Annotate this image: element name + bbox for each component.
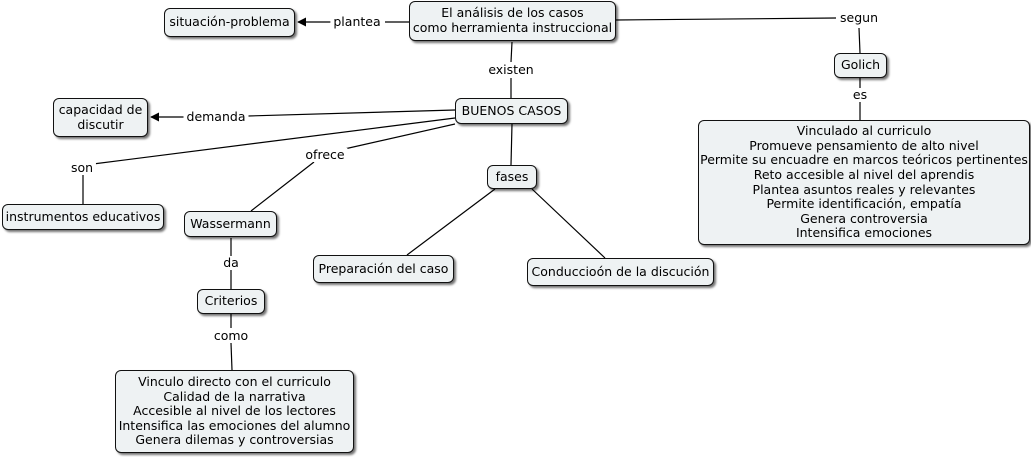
concept-wassermann[interactable]: Wassermann [184, 211, 277, 237]
link-label-segun: segun [837, 11, 881, 25]
line-analisis-segun [615, 17, 837, 21]
concept-text: Vinculado al curriculo [796, 123, 932, 139]
concept-text: Promueve pensamiento de alto nivel [749, 137, 979, 153]
concept-text: Conduccioón de la discución [531, 263, 710, 279]
concept-golich-list[interactable]: Vinculado al curriculo Promueve pensamie… [698, 120, 1030, 245]
line-segun-golich [858, 27, 861, 54]
concept-text: instrumentos educativos [5, 208, 161, 224]
concept-text: El análisis de los casos [441, 5, 584, 21]
concept-text: Accesible al nivel de los lectores [133, 403, 336, 419]
concept-conduccion-discusion[interactable]: Conduccioón de la discución [527, 258, 714, 286]
concept-text: Reto accesible al nivel del aprendis [753, 166, 975, 182]
concept-text: Calidad de la narrativa [163, 388, 306, 404]
concept-text: discutir [77, 116, 124, 132]
line-buenos-son [92, 117, 456, 165]
link-label-como: como [210, 329, 252, 343]
link-label-son: son [67, 161, 97, 175]
line-fases-conduccion [531, 188, 606, 259]
link-label-ofrece: ofrece [302, 148, 348, 162]
concept-criterios[interactable]: Criterios [197, 289, 265, 314]
concept-text: Criterios [204, 293, 258, 309]
concept-text: Wassermann [190, 215, 271, 231]
link-label-da: da [220, 256, 242, 270]
concept-text: Vinculo directo con el curriculo [138, 374, 331, 390]
concept-golich[interactable]: Golich [834, 53, 887, 78]
concept-analisis-casos[interactable]: El análisis de los casos como herramient… [409, 1, 616, 41]
concept-text: Genera controversia [800, 210, 928, 226]
link-label-plantea: plantea [330, 15, 384, 29]
concept-fases[interactable]: fases [487, 165, 537, 189]
concept-text: Genera dilemas y controversias [135, 432, 334, 448]
concept-text: Permite su encuadre en marcos teóricos p… [700, 152, 1028, 168]
link-label-es: es [849, 88, 871, 102]
line-buenos-ofrece [339, 123, 456, 151]
concept-text: Golich [840, 57, 881, 73]
concept-text: Intensifica emociones [795, 225, 933, 241]
concept-criterios-list[interactable]: Vinculo directo con el curriculo Calidad… [115, 370, 354, 453]
concept-text: situación-problema [169, 14, 290, 30]
concept-instrumentos-educativos[interactable]: instrumentos educativos [2, 204, 164, 230]
line-buenos-fases [510, 123, 513, 166]
concept-text: como herramienta instruccional [412, 20, 613, 35]
concept-text: Intensifica las emociones del alumno [118, 417, 351, 433]
concept-text: Permite identificación, empatía [766, 196, 962, 212]
concept-situacion-problema[interactable]: situación-problema [164, 8, 295, 37]
line-buenos-demanda [247, 109, 456, 117]
concept-text: capacidad de [58, 101, 143, 117]
line-ofrece-wassermann [250, 161, 315, 212]
concept-text: Plantea asuntos reales y relevantes [752, 181, 976, 197]
concept-text: BUENOS CASOS [461, 102, 562, 118]
line-analisis-existen [510, 41, 513, 63]
line-como-list [230, 342, 233, 371]
link-label-demanda: demanda [183, 110, 249, 124]
concept-capacidad-discutir[interactable]: capacidad de discutir [53, 98, 148, 137]
line-fases-preparacion [406, 188, 496, 256]
concept-text: fases [495, 168, 529, 184]
link-label-existen: existen [485, 63, 537, 77]
concept-preparacion-caso[interactable]: Preparación del caso [313, 255, 454, 283]
concept-text: Preparación del caso [318, 260, 449, 276]
concept-buenos-casos[interactable]: BUENOS CASOS [455, 98, 568, 124]
